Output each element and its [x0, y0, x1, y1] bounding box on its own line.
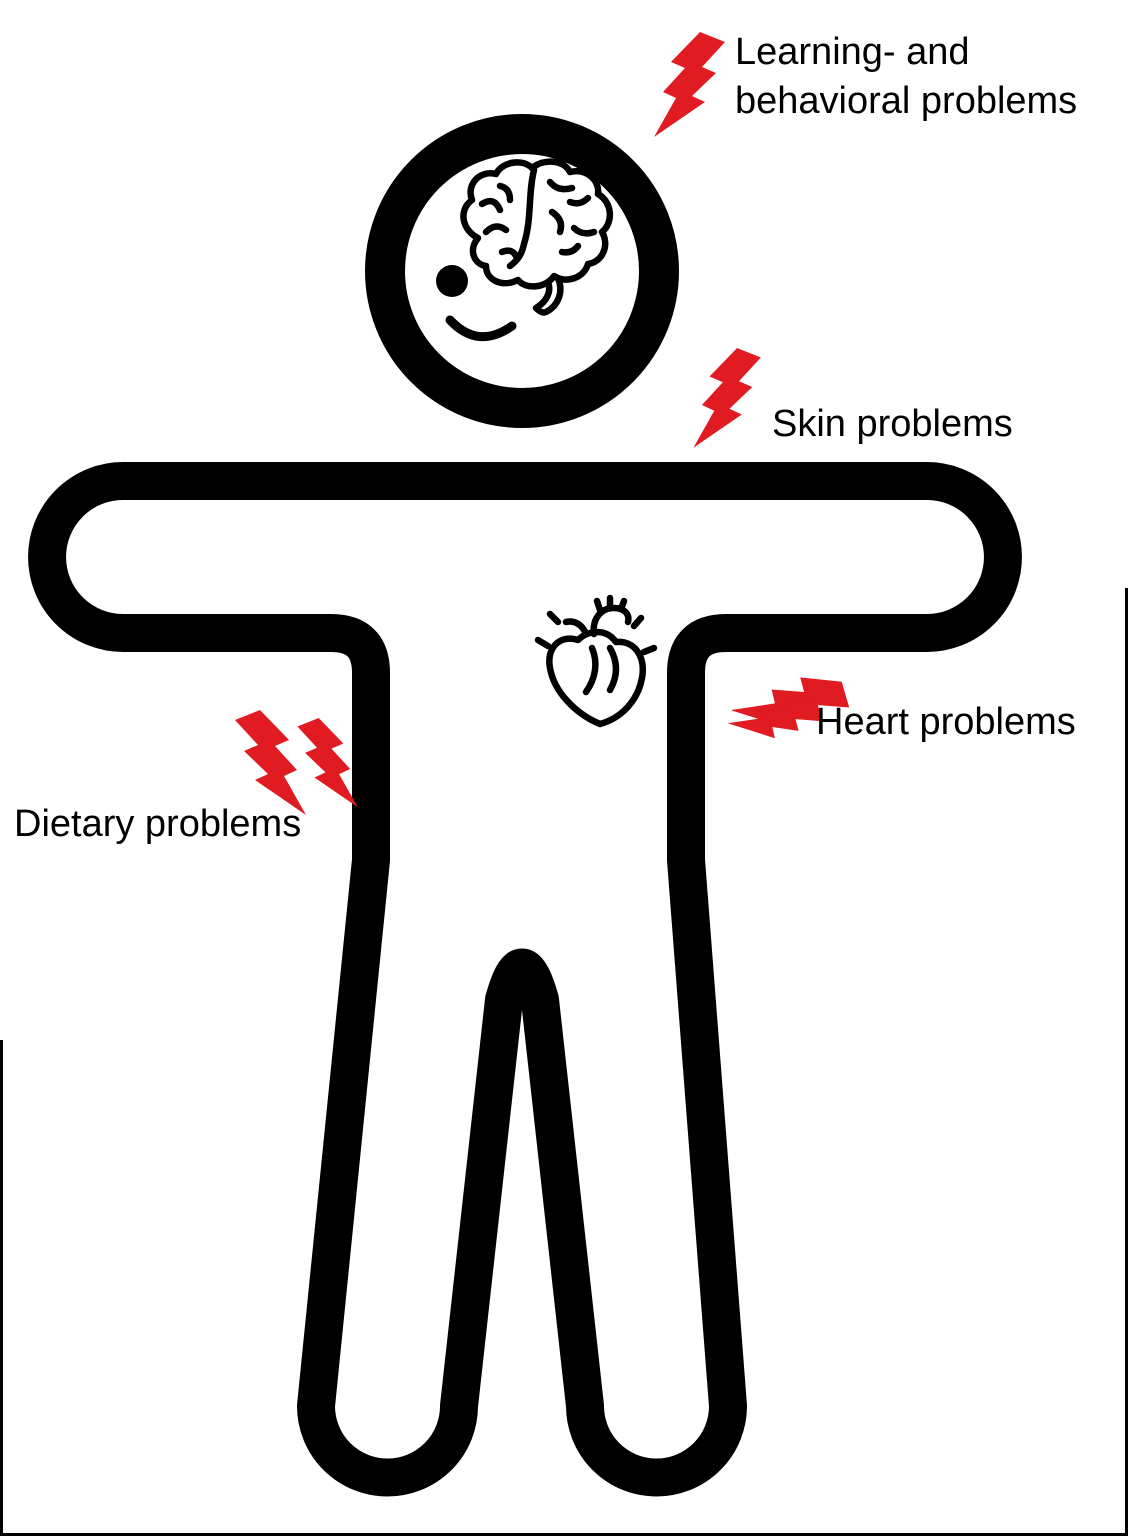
skin-bolt-icon: [693, 348, 761, 448]
frame-edge-right: [1125, 588, 1128, 1536]
eye-icon: [436, 265, 468, 297]
skin-label: Skin problems: [772, 403, 1013, 445]
brain-folds: [478, 166, 598, 270]
person-body: [28, 462, 1022, 1497]
dietary-bolt-icon-2: [297, 718, 358, 808]
learning-label: Learning- and behavioral problems: [735, 28, 1077, 127]
dietary-label: Dietary problems: [14, 803, 302, 845]
person-pictogram: [28, 114, 1022, 1497]
heart-detail-lines: [582, 644, 620, 696]
brain-icon: [460, 158, 613, 316]
heart-ticks: [534, 610, 658, 656]
brain-stem: [532, 274, 564, 316]
learning-label-line2: behavioral problems: [735, 80, 1078, 123]
heart-icon: [534, 594, 658, 728]
frame-edge-left: [0, 1040, 3, 1536]
heart-vessels: [562, 594, 632, 638]
brain-outline: [460, 158, 613, 290]
heart-label: Heart problems: [816, 701, 1076, 743]
smile-icon: [445, 315, 517, 342]
learning-label-line1: Learning- and: [735, 31, 970, 73]
learning-bolt-icon: [654, 32, 725, 137]
frame-edge-bottom: [0, 1533, 1128, 1536]
